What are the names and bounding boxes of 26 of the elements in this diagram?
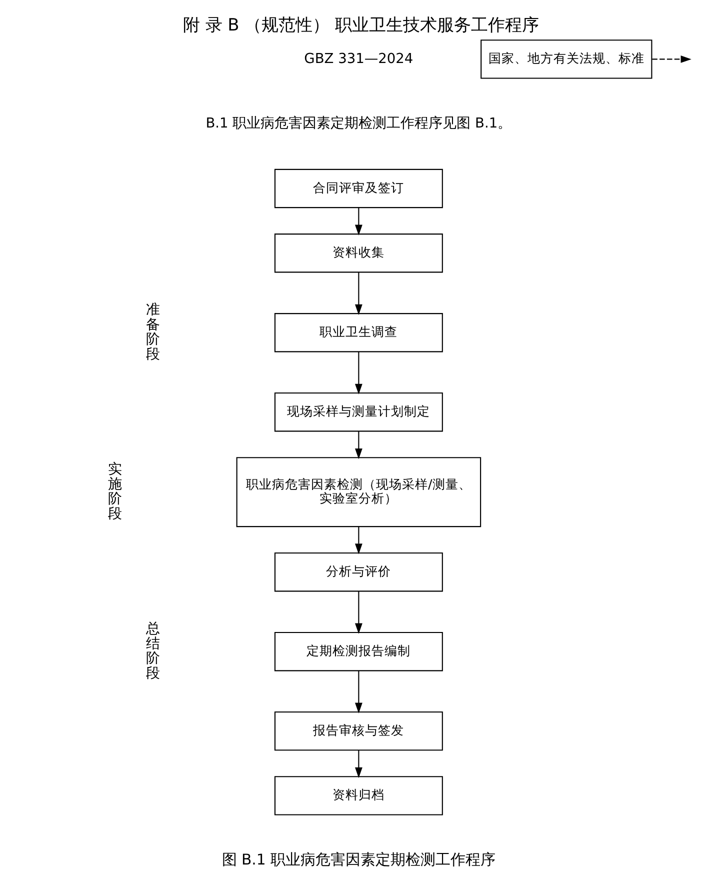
diagram-title: 附 录 B （规范性） 职业卫生技术服务工作程序 xyxy=(182,14,540,34)
arrow xyxy=(652,56,692,63)
node-box: 资料收集 xyxy=(274,234,443,273)
arrow xyxy=(354,208,362,236)
arrow xyxy=(354,431,362,460)
label: GBZ 331—2024 xyxy=(304,50,414,67)
arrow xyxy=(354,526,362,554)
arrow xyxy=(354,592,362,634)
node-box: 报告审核与签发 xyxy=(274,711,443,751)
arrow xyxy=(354,272,362,315)
label: 准备阶段 xyxy=(146,302,160,362)
node-box: 职业卫生调查 xyxy=(274,313,443,352)
node-box: 定期检测报告编制 xyxy=(274,632,443,672)
arrow xyxy=(354,670,362,714)
node-box: 现场采样与测量计划制定 xyxy=(274,392,443,432)
caption: 图 B.1 职业病危害因素定期检测工作程序 xyxy=(222,851,496,868)
label: 实施阶段 xyxy=(108,461,122,522)
node-box: 职业病危害因素检测（现场采样/测量、实验室分析） xyxy=(236,457,482,528)
node-box: 分析与评价 xyxy=(274,552,443,592)
node-box: 合同评审及签订 xyxy=(274,168,443,208)
arrow xyxy=(354,750,362,778)
label: 总结阶段 xyxy=(146,620,160,682)
node-box: 国家、地方有关法规、标准 xyxy=(480,40,652,79)
node-box: 资料归档 xyxy=(274,776,443,816)
label: B.1 职业病危害因素定期检测工作程序见图 B.1。 xyxy=(206,115,512,132)
arrow xyxy=(354,352,362,394)
